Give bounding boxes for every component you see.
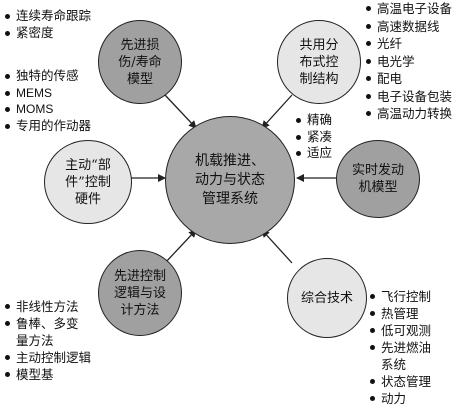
list-item: MEMS: [5, 85, 91, 102]
list-item: 高温动力转换: [366, 105, 452, 123]
list-item: 高温电子设备: [366, 0, 452, 18]
arrow-bottom-left: [164, 229, 197, 264]
node-damage-life-model: 先进损 伤/寿命 模型: [98, 20, 182, 104]
list-item: 专用的作动器: [5, 118, 91, 135]
node-advanced-control-logic: 先进控制 逻辑与设 计方法: [98, 250, 182, 336]
list-hardware: 独特的传感 MEMS MOMS 专用的作动器: [5, 68, 91, 134]
list-item: MOMS: [5, 101, 91, 118]
node-integrated-technology: 综合技术: [287, 258, 367, 338]
list-item: 先进燃油 系统: [370, 339, 431, 373]
arrow-top-right: [261, 94, 293, 129]
list-item: 低可观测: [370, 322, 431, 339]
list-item: 主动控制逻辑: [5, 349, 91, 366]
list-distributed-control: 高温电子设备 高速数据线 光纤 电光学 配电 电子设备包装 高温动力转换: [366, 0, 452, 123]
list-item: 紧凑: [296, 129, 332, 146]
list-damage-model: 连续寿命跟踪 紧密度: [5, 8, 91, 41]
arrow-bottom-right: [261, 229, 293, 264]
list-item: 高速数据线: [366, 18, 452, 36]
arrow-top-left: [164, 94, 197, 129]
list-control-methods: 非线性方法 鲁棒、多变 量方法 主动控制逻辑 模型基: [5, 298, 91, 383]
list-item: 电光学: [366, 53, 452, 71]
node-label: 共用分 布式控 制结构: [299, 37, 339, 87]
list-item: 动力: [370, 390, 431, 407]
list-item: 飞行控制: [370, 288, 431, 305]
list-item: 连续寿命跟踪: [5, 8, 91, 25]
node-label: 先进损 伤/寿命 模型: [118, 37, 162, 87]
node-active-component-hardware: 主动“部 件”控制 硬件: [44, 140, 132, 224]
list-item: 紧密度: [5, 25, 91, 42]
center-node: 机载推进、 动力与状态 管理系统: [165, 116, 295, 244]
list-integrated-technology: 飞行控制 热管理 低可观测 先进燃油 系统 状态管理 动力: [370, 288, 431, 407]
node-distributed-control: 共用分 布式控 制结构: [277, 20, 361, 104]
node-label: 主动“部 件”控制 硬件: [65, 157, 111, 207]
list-item: 配电: [366, 70, 452, 88]
list-control-qualities: 精确 紧凑 适应: [296, 112, 332, 162]
list-item: 模型基: [5, 366, 91, 383]
list-item: 光纤: [366, 35, 452, 53]
node-realtime-engine-model: 实时发动 机模型: [336, 140, 420, 218]
list-item: 鲁棒、多变 量方法: [5, 315, 91, 349]
node-label: 实时发动 机模型: [351, 163, 404, 195]
node-label: 综合技术: [300, 290, 353, 306]
list-item: 非线性方法: [5, 298, 91, 315]
list-item: 热管理: [370, 305, 431, 322]
list-item: 状态管理: [370, 373, 431, 390]
list-item: 独特的传感: [5, 68, 91, 85]
node-label: 先进控制 逻辑与设 计方法: [113, 268, 166, 318]
list-item: 电子设备包装: [366, 88, 452, 106]
center-label: 机载推进、 动力与状态 管理系统: [195, 152, 265, 207]
list-item: 精确: [296, 112, 332, 129]
list-item: 适应: [296, 145, 332, 162]
